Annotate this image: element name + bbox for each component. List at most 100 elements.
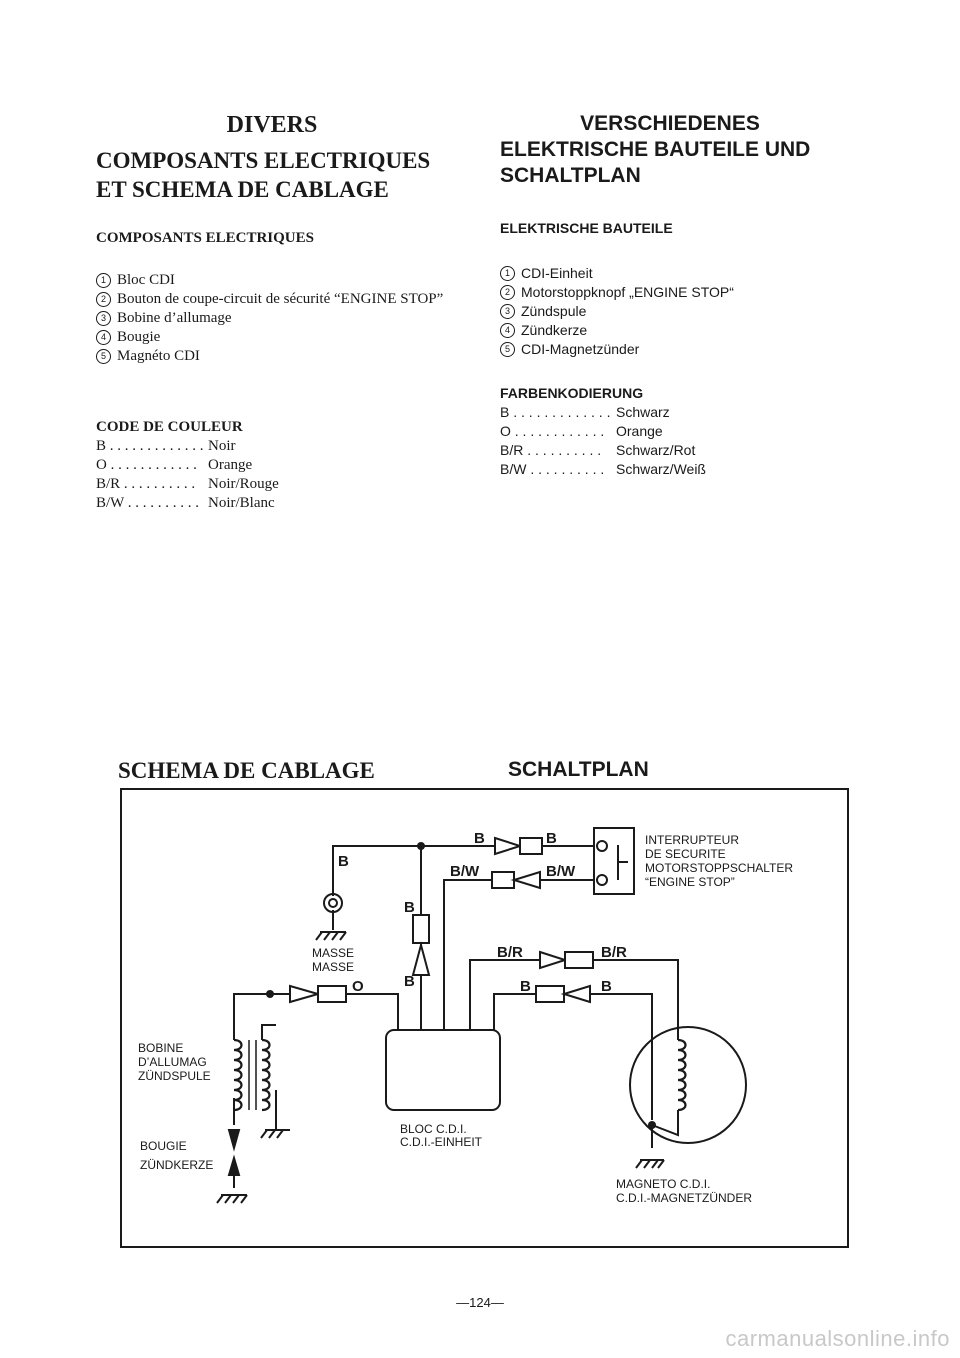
callout-number: 5	[96, 349, 111, 364]
color-code-value: Orange	[208, 457, 253, 473]
page-number: —124—	[456, 1295, 504, 1310]
de-component-list: 1 CDI-Einheit 2 Motorstoppknopf „ENGINE …	[500, 264, 860, 359]
ground-label: MASSE	[312, 946, 354, 960]
de-list-item: 4 Zündkerze	[500, 321, 860, 340]
junction-dots	[266, 842, 656, 1129]
diagram-frame	[120, 788, 849, 1248]
wire-label: B/R	[601, 944, 627, 961]
spark-plug-icon	[216, 1129, 248, 1204]
wire-label: B	[338, 853, 349, 870]
engine-stop-switch-icon	[593, 827, 635, 895]
de-list-item: 3 Zündspule	[500, 302, 860, 321]
fr-schema-title: SCHEMA DE CABLAGE	[118, 758, 375, 783]
fr-color-code: CODE DE COULEUR B . . . . . . . . . . . …	[96, 417, 279, 513]
fr-component-list: 1 Bloc CDI 2 Bouton de coupe-circuit de …	[96, 271, 456, 366]
de-list-item-text: Zündspule	[521, 303, 587, 319]
fr-list-item: 5 Magnéto CDI	[96, 347, 456, 366]
plug-label: ZÜNDKERZE	[140, 1158, 213, 1172]
switch-label: DE SECURITE	[645, 847, 726, 861]
switch-label: MOTORSTOPPSCHALTER	[645, 861, 793, 875]
callout-number: 1	[96, 273, 111, 288]
de-main-title-line2: SCHALTPLAN	[500, 164, 641, 187]
wire-label: B/R	[497, 944, 523, 961]
callout-number: 3	[96, 311, 111, 326]
de-main-title-line1: ELEKTRISCHE BAUTEILE UND	[500, 138, 811, 161]
fr-color-code-row: B . . . . . . . . . . . . . Noir	[96, 437, 279, 456]
callout-number: 1	[500, 266, 515, 281]
wire-label: B	[546, 830, 557, 847]
fr-list-item-text: Bouton de coupe-circuit de sécurité “ENG…	[117, 291, 444, 307]
connector-o	[289, 984, 347, 1004]
switch-label: “ENGINE STOP”	[645, 875, 735, 889]
de-color-code-row: B/R . . . . . . . . . . Schwarz/Rot	[500, 441, 706, 460]
fr-color-code-row: B/W . . . . . . . . . . Noir/Blanc	[96, 494, 279, 513]
de-list-item-text: Zündkerze	[521, 322, 588, 338]
fr-list-item: 4 Bougie	[96, 328, 456, 347]
fr-list-item-text: Bobine d’allumage	[117, 310, 232, 326]
fr-list-item-text: Bougie	[117, 329, 161, 345]
switch-label: INTERRUPTEUR	[645, 833, 739, 847]
connector-b-low	[535, 984, 591, 1004]
de-list-item: 1 CDI-Einheit	[500, 264, 860, 283]
fr-main-title-line2: ET SCHEMA DE CABLAGE	[96, 177, 389, 202]
callout-number: 2	[96, 292, 111, 307]
cdi-unit-box	[385, 1029, 501, 1111]
ground-label: MASSE	[312, 960, 354, 974]
connector-bw	[491, 870, 541, 890]
color-code-value: Schwarz	[616, 404, 670, 420]
callout-number: 4	[500, 323, 515, 338]
de-list-item-text: CDI-Magnetzünder	[521, 341, 640, 357]
wire-label: B/W	[546, 863, 576, 880]
wire-label: B	[404, 899, 415, 916]
color-code-key: O . . . . . . . . . . . .	[96, 457, 197, 473]
wire-label: B	[474, 830, 485, 847]
fr-list-item: 1 Bloc CDI	[96, 271, 456, 290]
color-code-value: Noir/Blanc	[208, 495, 275, 511]
de-section-title: VERSCHIEDENES	[580, 112, 760, 135]
connector-b-top	[494, 836, 543, 856]
wire-label: B	[601, 978, 612, 995]
fr-color-code-row: O . . . . . . . . . . . . Orange	[96, 456, 279, 475]
fr-color-code-title: CODE DE COULEUR	[96, 419, 243, 435]
color-code-value: Noir/Rouge	[208, 476, 279, 492]
de-main-title: ELEKTRISCHE BAUTEILE UND SCHALTPLAN	[500, 137, 810, 189]
coil-label: ZÜNDSPULE	[138, 1069, 211, 1083]
color-code-key: O . . . . . . . . . . . .	[500, 423, 605, 439]
connector-br	[539, 950, 594, 970]
watermark: carmanualsonline.info	[725, 1326, 950, 1351]
de-list-item-text: Motorstoppknopf „ENGINE STOP“	[521, 284, 734, 300]
coil-label: BOBINE	[138, 1041, 183, 1055]
fr-list-item-text: Magnéto CDI	[117, 348, 200, 364]
color-code-key: B . . . . . . . . . . . . .	[96, 438, 204, 454]
de-list-item: 5 CDI-Magnetzünder	[500, 340, 860, 359]
fr-list-item: 3 Bobine d’allumage	[96, 309, 456, 328]
de-color-code-row: B/W . . . . . . . . . . Schwarz/Weiß	[500, 460, 706, 479]
cdi-label: C.D.I.-EINHEIT	[400, 1135, 483, 1149]
wire-label: O	[352, 978, 364, 995]
fr-main-title: COMPOSANTS ELECTRIQUES ET SCHEMA DE CABL…	[96, 146, 430, 204]
color-code-key: B/R . . . . . . . . . .	[500, 442, 602, 458]
de-color-code-title: FARBENKODIERUNG	[500, 385, 644, 401]
de-list-item: 2 Motorstoppknopf „ENGINE STOP“	[500, 283, 860, 302]
de-color-code-row: O . . . . . . . . . . . . Orange	[500, 422, 706, 441]
wire-label: B	[404, 973, 415, 990]
fr-main-title-line1: COMPOSANTS ELECTRIQUES	[96, 148, 431, 173]
magneto-icon	[629, 1026, 747, 1169]
color-code-key: B . . . . . . . . . . . . .	[500, 404, 611, 420]
de-color-code-row: B . . . . . . . . . . . . . Schwarz	[500, 403, 706, 422]
connectors	[289, 836, 594, 1004]
wire-label: B	[520, 978, 531, 995]
fr-list-item: 2 Bouton de coupe-circuit de sécurité “E…	[96, 290, 456, 309]
connector-vertical	[411, 914, 431, 976]
fr-subtitle: COMPOSANTS ELECTRIQUES	[96, 230, 314, 246]
de-schema-title: SCHALTPLAN	[508, 758, 649, 781]
color-code-value: Orange	[616, 423, 663, 439]
callout-number: 3	[500, 304, 515, 319]
magneto-label: C.D.I.-MAGNETZÜNDER	[616, 1191, 752, 1205]
de-color-code: FARBENKODIERUNG B . . . . . . . . . . . …	[500, 383, 706, 479]
callout-number: 2	[500, 285, 515, 300]
ignition-coil-icon	[232, 1024, 290, 1139]
color-code-value: Noir	[208, 438, 236, 454]
cdi-label: BLOC C.D.I.	[400, 1122, 467, 1136]
